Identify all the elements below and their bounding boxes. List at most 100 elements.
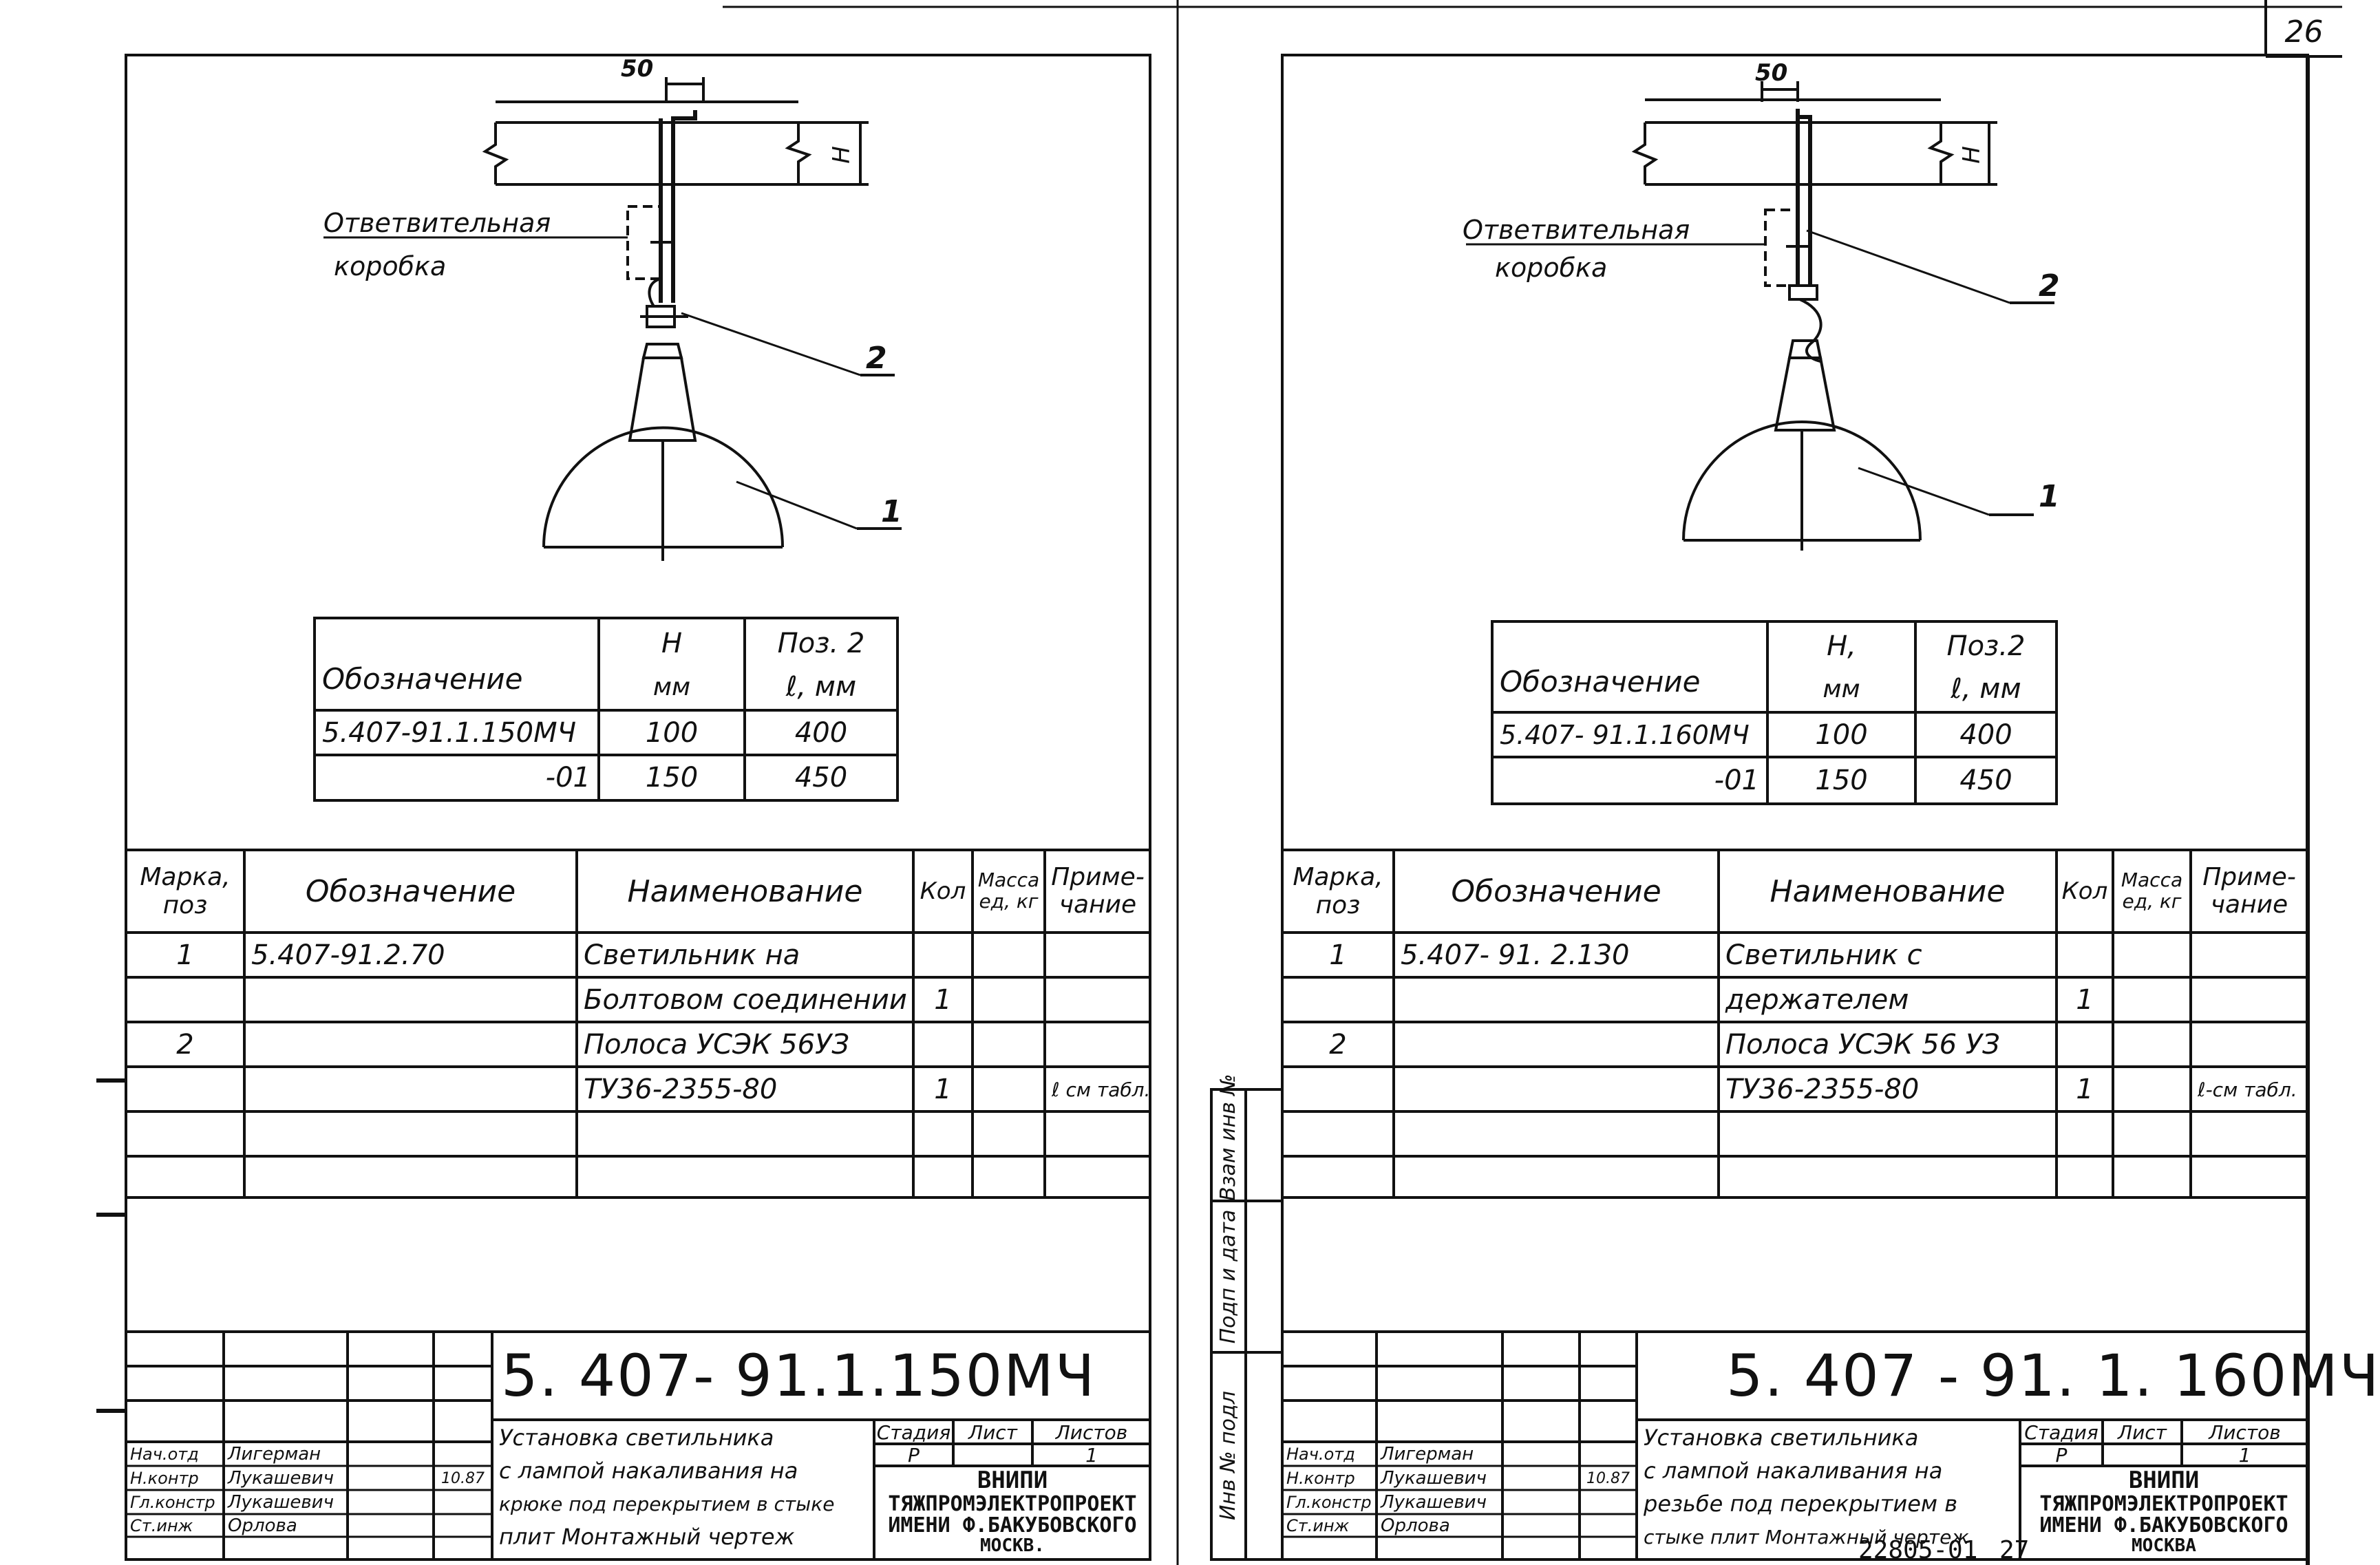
sheets-label: Листов: [1055, 1420, 1128, 1444]
spec-header-note: Приме- чание: [1051, 863, 1145, 919]
document-code: 5. 407 - 91. 1. 160МЧ: [1726, 1342, 2380, 1409]
sheets-value: 1: [1085, 1443, 1098, 1467]
variant-header-pos2-unit: ℓ, мм: [1951, 673, 2021, 705]
spec-row-name: Полоса УСЭК 56УЗ: [584, 1029, 850, 1061]
variant-row-l: 450: [794, 762, 848, 794]
side-label-replacement-inv: Взам инв №: [1216, 1074, 1240, 1201]
variant-row-designation: -01: [1714, 765, 1759, 796]
document-code: 5. 407- 91.1.150МЧ: [501, 1342, 1096, 1409]
variant-header-h: H,: [1827, 630, 1856, 662]
stage-label: Стадия: [876, 1420, 951, 1444]
title-description-line: с лампой накаливания на: [1644, 1458, 1943, 1484]
stage-value: Р: [2055, 1443, 2068, 1467]
staff-name: Лигерман: [1381, 1444, 1474, 1465]
variant-row-h: 150: [645, 762, 699, 794]
staff-role: Н.контр: [130, 1469, 199, 1488]
title-description-line: стыке плит Монтажный чертеж: [1644, 1525, 1969, 1548]
branch-box-label-line2: коробка: [1495, 253, 1608, 283]
sheet-label: Лист: [2118, 1420, 2167, 1444]
variant-row-designation: 5.407- 91.1.160МЧ: [1500, 720, 1750, 750]
spec-header-designation: Обозначение: [1451, 873, 1661, 909]
spec-row-mark: 1: [176, 939, 194, 971]
org-name-line: ИМЕНИ Ф.БАКУБОВСКОГО: [888, 1513, 1137, 1538]
variant-header-designation: Обозначение: [322, 661, 523, 696]
variant-row-l: 400: [794, 717, 848, 749]
staff-name: Орлова: [228, 1515, 297, 1536]
variant-header-pos2: Поз.2: [1946, 630, 2026, 662]
spec-header-mark: Марка, поз: [1293, 862, 1383, 919]
org-name-line: ВНИПИ: [977, 1467, 1048, 1494]
spec-header-qty: Кол: [2061, 877, 2108, 905]
dimension-h-label: H: [1957, 146, 1986, 164]
title-description-line: крюке под перекрытием в стыке: [499, 1492, 835, 1515]
spec-row-mark: 2: [1329, 1029, 1347, 1061]
spec-header-mass: Масса ед, кг: [977, 869, 1040, 913]
staff-name: Лигерман: [228, 1444, 321, 1465]
staff-role: Н.контр: [1286, 1469, 1355, 1488]
spec-row-mark: 1: [1329, 939, 1347, 971]
variant-header-designation: Обозначение: [1500, 664, 1701, 699]
dimension-50-label: 50: [1755, 59, 1788, 87]
right-fixture-drawing: [1466, 81, 2054, 551]
staff-role: Нач.отд: [1286, 1445, 1355, 1464]
page-number: 26: [2284, 14, 2324, 50]
variant-header-h: H: [661, 628, 683, 659]
spec-header-mark: Марка, поз: [140, 862, 231, 919]
variant-header-pos2-unit: ℓ, мм: [785, 671, 857, 703]
staff-name: Лукашевич: [1381, 1492, 1487, 1513]
title-description-line: Установка светильника: [1644, 1425, 1919, 1451]
spec-row-name: ТУ36-2355-80: [1725, 1074, 1920, 1105]
spec-row-mark: 2: [176, 1029, 194, 1061]
archive-page-number: 27: [1999, 1536, 2030, 1564]
approval-date: 10.87: [1586, 1469, 1630, 1487]
spec-row-name: держателем: [1725, 984, 1909, 1016]
side-label-original-inv: Инв № подл: [1216, 1391, 1240, 1520]
title-description-line: резьбе под перекрытием в: [1644, 1491, 1958, 1517]
staff-name: Лукашевич: [1381, 1468, 1487, 1489]
spec-row-name: ТУ36-2355-80: [584, 1074, 778, 1105]
sheets-value: 1: [2238, 1443, 2251, 1467]
spec-row-name: Светильник с: [1725, 939, 1922, 971]
org-name-line: ВНИПИ: [2128, 1467, 2200, 1494]
spec-row-designation: 5.407-91.2.70: [251, 939, 445, 971]
variant-row-designation: -01: [545, 762, 591, 794]
org-name-line: ИМЕНИ Ф.БАКУБОВСКОГО: [2039, 1513, 2288, 1538]
variant-row-l: 400: [1959, 719, 2012, 751]
variant-header-h-unit: мм: [1823, 674, 1860, 703]
title-description-line: плит Монтажный чертеж: [499, 1524, 795, 1550]
spec-header-qty: Кол: [920, 877, 966, 905]
position-2-callout: 2: [2039, 268, 2060, 304]
branch-box-label-line1: Ответвительная: [323, 208, 551, 238]
spec-row-note: ℓ см табл.: [1052, 1078, 1151, 1101]
sheets-label: Листов: [2209, 1420, 2281, 1444]
org-name-line: МОСКВА: [2132, 1535, 2196, 1556]
organization-stamp: ВНИПИ ТЯЖПРОМЭЛЕКТРОПРОЕКТ ИМЕНИ Ф.БАКУБ…: [875, 1467, 1149, 1556]
staff-name: Лукашевич: [228, 1492, 334, 1513]
stage-value: Р: [908, 1443, 920, 1467]
spec-row-name: Болтовом соединении: [584, 984, 907, 1016]
variant-row-h: 150: [1815, 765, 1868, 796]
org-name-line: МОСКВ.: [980, 1535, 1045, 1556]
org-name-line: ТЯЖПРОМЭЛЕКТРОПРОЕКТ: [888, 1491, 1137, 1516]
variant-row-l: 450: [1959, 765, 2012, 796]
spec-row-qty: 1: [934, 984, 952, 1016]
position-2-callout: 2: [866, 341, 887, 376]
staff-name: Лукашевич: [228, 1468, 334, 1489]
spec-header-mass: Масса ед, кг: [2121, 869, 2183, 913]
spec-row-name: Полоса УСЭК 56 УЗ: [1725, 1029, 2000, 1061]
branch-box-label-line2: коробка: [334, 251, 447, 281]
staff-role: Ст.инж: [130, 1516, 193, 1535]
title-description-line: Установка светильника: [499, 1425, 774, 1451]
variant-row-h: 100: [1815, 719, 1868, 751]
staff-role: Ст.инж: [1286, 1516, 1350, 1535]
variant-header-pos2: Поз. 2: [777, 628, 865, 659]
archive-number: 22805-01: [1858, 1536, 1978, 1564]
spec-row-designation: 5.407- 91. 2.130: [1401, 939, 1630, 971]
position-1-callout: 1: [881, 494, 902, 529]
staff-role: Гл.констр: [130, 1493, 215, 1512]
title-description-line: с лампой накаливания на: [499, 1458, 798, 1484]
spec-header-note: Приме- чание: [2202, 863, 2296, 919]
variant-row-designation: 5.407-91.1.150МЧ: [322, 717, 577, 749]
staff-name: Орлова: [1381, 1515, 1450, 1536]
